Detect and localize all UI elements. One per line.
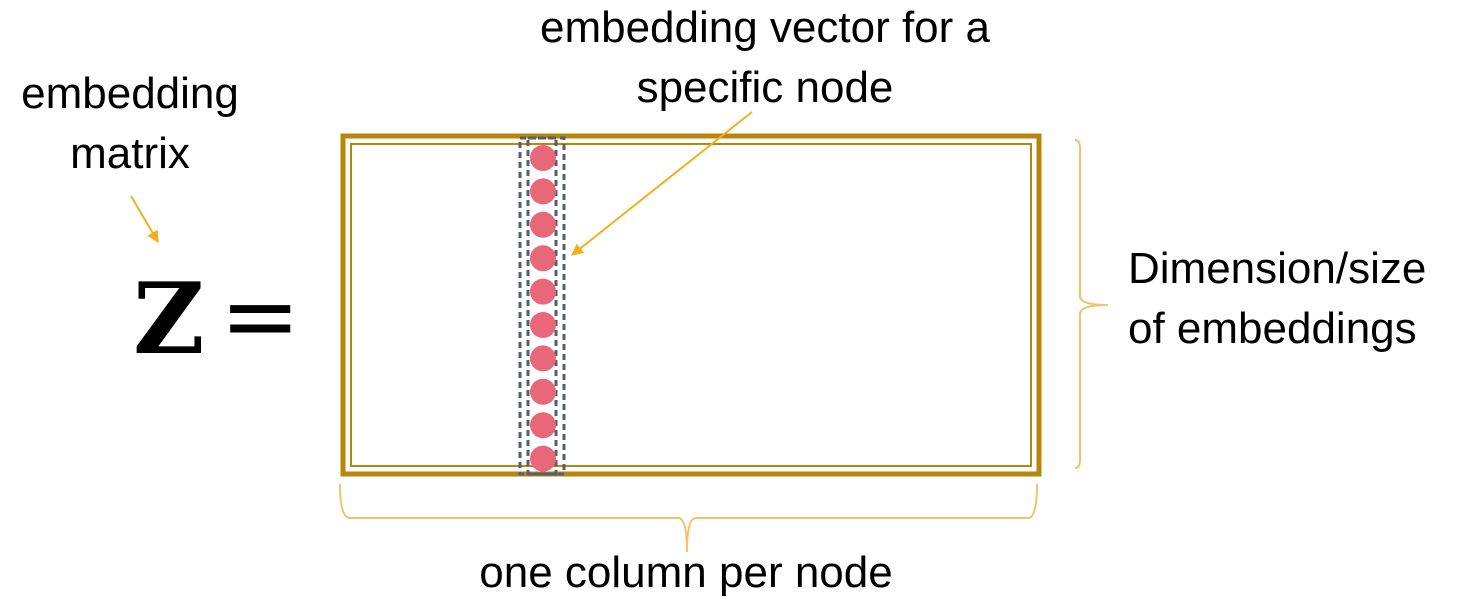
dimension-label-line1: Dimension/size <box>1128 244 1427 293</box>
vector-element-dot <box>530 312 556 338</box>
vector-label-line1: embedding vector for a <box>539 3 991 52</box>
column-outline-inner <box>526 136 558 476</box>
equals-sign: = <box>220 260 301 372</box>
vector-element-dot <box>530 245 556 272</box>
vector-element-dot <box>530 445 556 472</box>
columns-label: one column per node <box>479 548 893 597</box>
matrix-label-line1: embedding <box>21 69 239 118</box>
embedding-vector-elements <box>530 145 556 472</box>
matrix-symbol-z: Z <box>133 262 205 377</box>
matrix-pointer-arrow <box>130 195 159 244</box>
dimension-brace <box>1074 139 1109 469</box>
vector-element-dot <box>530 211 556 238</box>
vector-label-line2: specific node <box>636 63 894 112</box>
dimension-label-line2: of embeddings <box>1128 304 1417 353</box>
vector-element-dot <box>530 145 556 171</box>
vector-element-dot <box>530 178 556 205</box>
matrix-outer-border <box>340 133 1042 477</box>
vector-element-dot <box>530 378 556 405</box>
columns-brace <box>339 483 1038 553</box>
vector-element-dot <box>530 278 556 305</box>
vector-pointer-arrow <box>571 111 753 256</box>
vector-element-dot <box>530 412 556 439</box>
vector-element-dot <box>530 345 556 372</box>
matrix-inner-border <box>350 143 1032 467</box>
matrix-label-line2: matrix <box>70 129 190 178</box>
